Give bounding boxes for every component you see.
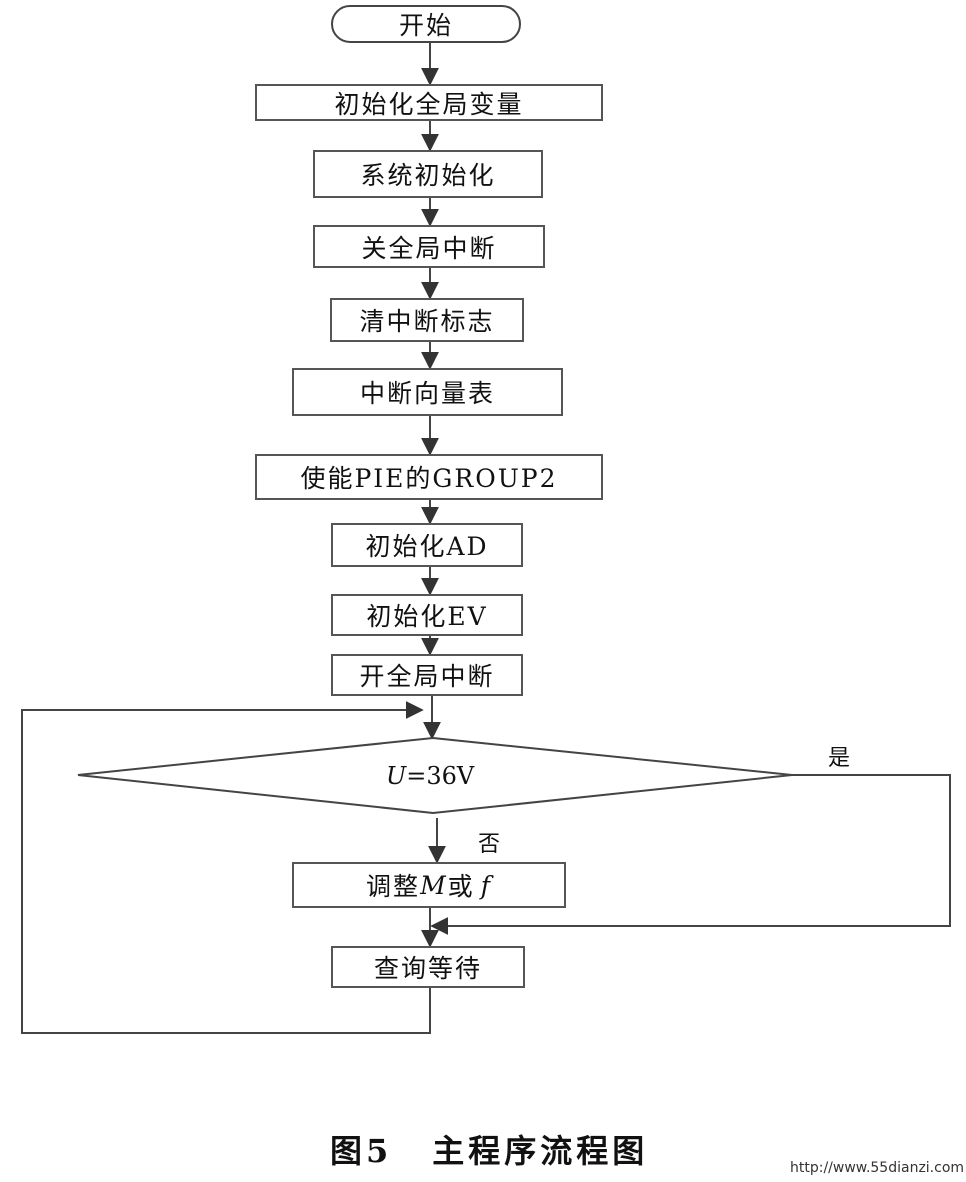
decision-value: =36V <box>406 762 475 790</box>
figure-number: 图5 <box>330 1132 393 1170</box>
figure-title: 主程序流程图 <box>432 1132 649 1170</box>
start-label: 开始 <box>398 11 453 40</box>
step-label: 初始化AD <box>365 532 489 561</box>
step-label: 初始化EV <box>366 602 488 631</box>
step-label: 中断向量表 <box>359 379 495 408</box>
step-label: 开全局中断 <box>359 662 495 691</box>
step-label: 系统初始化 <box>360 161 496 190</box>
adjust-f: f <box>480 870 492 900</box>
watermark-url: http://www.55dianzi.com <box>790 1160 965 1176</box>
decision-no-label: 否 <box>478 832 501 857</box>
step-init-ev: 初始化EV <box>331 594 523 636</box>
step-system-init: 系统初始化 <box>313 150 543 198</box>
decision-variable: U <box>386 762 407 790</box>
start-terminal: 开始 <box>331 5 521 43</box>
step-label: 清中断标志 <box>359 307 495 336</box>
step-label: 初始化全局变量 <box>334 89 524 119</box>
step-init-ad: 初始化AD <box>331 523 523 567</box>
line-loop-back <box>21 701 431 1034</box>
decision-condition: U=36V <box>386 762 474 790</box>
line-decision-yes-branch <box>430 774 951 935</box>
step-label: 使能PIE的GROUP2 <box>300 464 558 493</box>
step-poll-wait: 查询等待 <box>331 946 525 988</box>
step-enable-pie-group2: 使能PIE的GROUP2 <box>255 454 603 500</box>
adjust-prefix: 调整 <box>366 872 421 901</box>
step-label: 查询等待 <box>373 954 482 983</box>
decision-yes-label: 是 <box>828 746 851 771</box>
step-disable-global-interrupt: 关全局中断 <box>313 225 545 268</box>
step-label: 关全局中断 <box>361 233 497 263</box>
adjust-middle: 或 <box>447 872 475 901</box>
step-enable-global-interrupt: 开全局中断 <box>331 654 523 696</box>
step-init-global-vars: 初始化全局变量 <box>255 84 603 121</box>
step-clear-interrupt-flags: 清中断标志 <box>330 298 524 342</box>
adjust-m: M <box>420 870 448 900</box>
figure-caption: 图5 主程序流程图 <box>330 1126 648 1172</box>
step-interrupt-vector-table: 中断向量表 <box>292 368 563 416</box>
decision-diamond <box>77 736 793 815</box>
